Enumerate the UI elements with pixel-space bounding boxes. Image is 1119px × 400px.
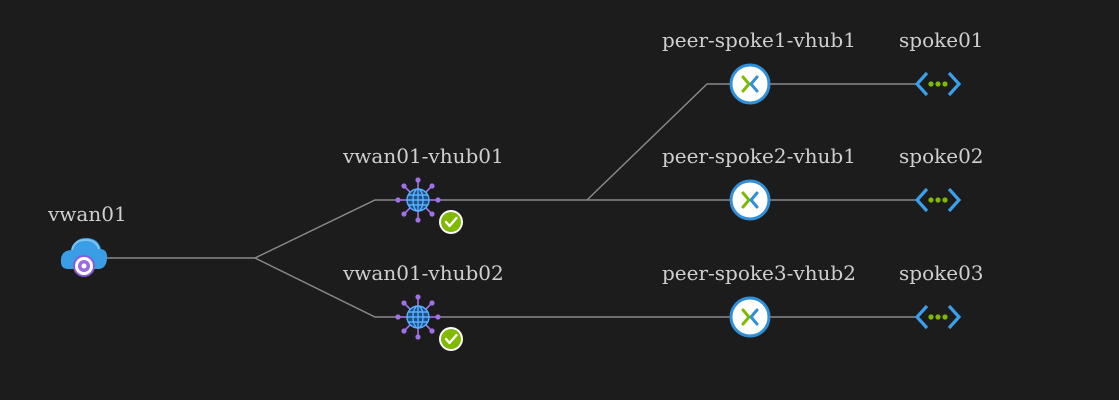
edge-vwan-hub2 [254, 257, 400, 318]
node-peer-spoke1-vhub1[interactable]: peer-spoke1-vhub1 [662, 28, 856, 105]
virtual-network-icon [914, 304, 962, 330]
peering-connection-icon [729, 63, 771, 105]
node-peer-spoke2-vhub1[interactable]: peer-spoke2-vhub1 [662, 144, 856, 221]
node-label-vwan01: vwan01 [47, 202, 127, 226]
virtual-wan-cloud-icon [60, 238, 108, 277]
node-label-spoke03: spoke03 [899, 261, 984, 285]
node-peer-spoke3-vhub2[interactable]: peer-spoke3-vhub2 [662, 261, 856, 338]
node-vwan01-vhub02[interactable]: vwan01-vhub02 [342, 261, 504, 351]
peering-connection-icon [729, 296, 771, 338]
node-vwan01[interactable]: vwan01 [47, 202, 127, 277]
peering-connection-icon [729, 179, 771, 221]
node-label-spoke01: spoke01 [899, 28, 984, 52]
virtual-hub-globe-icon [395, 294, 441, 340]
edge-hub1-peer1 [586, 83, 731, 201]
virtual-network-icon [914, 71, 962, 97]
node-label-vhub01: vwan01-vhub01 [342, 144, 504, 168]
succeeded-check-icon [439, 327, 463, 351]
succeeded-check-icon [439, 210, 463, 234]
virtual-hub-globe-icon [395, 177, 441, 223]
node-label-peer3: peer-spoke3-vhub2 [662, 261, 856, 285]
node-spoke03[interactable]: spoke03 [899, 261, 984, 330]
node-label-spoke02: spoke02 [899, 144, 984, 168]
node-label-peer2: peer-spoke2-vhub1 [662, 144, 856, 168]
node-label-peer1: peer-spoke1-vhub1 [662, 28, 856, 52]
edge-vwan-hub1 [254, 199, 400, 259]
connectors [102, 83, 917, 318]
node-spoke01[interactable]: spoke01 [899, 28, 984, 97]
node-vwan01-vhub01[interactable]: vwan01-vhub01 [342, 144, 504, 234]
node-label-vhub02: vwan01-vhub02 [342, 261, 504, 285]
virtual-network-icon [914, 187, 962, 213]
node-spoke02[interactable]: spoke02 [899, 144, 984, 213]
